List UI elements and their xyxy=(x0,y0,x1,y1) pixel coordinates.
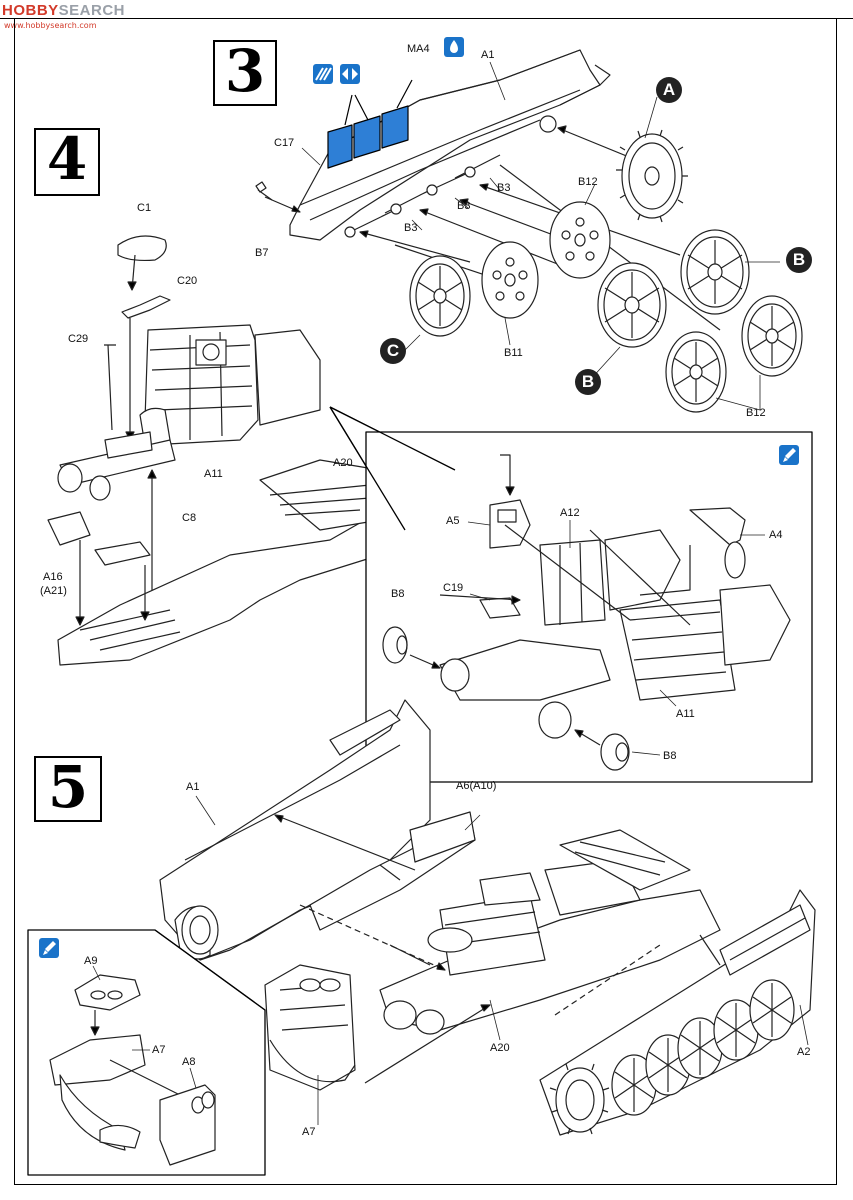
marker-c: C xyxy=(380,338,406,364)
label-b8: B8 xyxy=(391,588,405,600)
watermark-url: www.hobbysearch.com xyxy=(4,21,97,30)
label-a20: A20 xyxy=(490,1042,510,1054)
label-a9: A9 xyxy=(84,955,98,967)
page-frame-bottom xyxy=(14,1184,837,1185)
step5-hull-right-side xyxy=(539,889,816,1136)
label-a11: A11 xyxy=(676,708,695,720)
step5-leaders xyxy=(195,795,809,1125)
paint-icon xyxy=(313,64,333,84)
engine-detail-parts xyxy=(382,454,791,771)
label-c8: C8 xyxy=(182,512,197,524)
label-a1: A1 xyxy=(481,49,495,61)
step5-chassis-center xyxy=(379,829,721,1035)
step5-arrows xyxy=(274,814,721,1084)
marker-b: B xyxy=(786,247,812,273)
label-b12: B12 xyxy=(746,407,766,419)
step3-wheels xyxy=(409,129,803,413)
page-frame-left xyxy=(14,18,15,1184)
label-a8: A8 xyxy=(182,1056,196,1068)
label-a7: A7 xyxy=(302,1126,316,1138)
label-b8: B8 xyxy=(663,750,677,762)
label-b12: B12 xyxy=(578,176,598,188)
glue-brush-icon xyxy=(779,445,799,465)
watermark-brand: HOBBYSEARCH xyxy=(2,2,126,19)
label-a5: A5 xyxy=(446,515,460,527)
label-c17: C17 xyxy=(274,137,295,149)
inset-frame xyxy=(27,929,266,1176)
label-b3: B3 xyxy=(457,200,471,212)
step-number-4: 4 xyxy=(34,128,100,196)
step4-c29-rod xyxy=(104,344,116,431)
label-b3: B3 xyxy=(497,182,511,194)
glue-brush-icon xyxy=(39,938,59,958)
step4-engine xyxy=(139,324,321,448)
marker-b: B xyxy=(575,369,601,395)
step3-b7-pin xyxy=(255,181,273,201)
label-a12: A12 xyxy=(560,507,580,519)
label-a1: A1 xyxy=(186,781,200,793)
step3-blue-panels xyxy=(327,79,413,169)
step4-c1-seat xyxy=(117,235,167,291)
page-frame-right xyxy=(836,18,837,1184)
label-b3: B3 xyxy=(404,222,418,234)
label-a16: A16 xyxy=(43,571,63,583)
label-ma4: MA4 xyxy=(407,43,430,55)
label-a11: A11 xyxy=(204,468,223,480)
label-a6-a10: A6(A10) xyxy=(456,780,497,792)
step5-a7-part xyxy=(264,964,356,1091)
both-sides-icon xyxy=(340,64,360,84)
step-number-3: 3 xyxy=(213,40,277,106)
label-c20: C20 xyxy=(177,275,198,287)
inset-parts xyxy=(49,974,216,1166)
label-b7: B7 xyxy=(255,247,269,259)
step5-hull-left-side xyxy=(159,699,431,961)
label-c1: C1 xyxy=(137,202,152,214)
page-frame-top xyxy=(0,18,853,19)
label-c29: C29 xyxy=(68,333,89,345)
label-a20: A20 xyxy=(333,457,353,469)
label-a21: (A21) xyxy=(40,585,67,597)
label-a7: A7 xyxy=(152,1044,166,1056)
step4-floor-pan xyxy=(47,459,421,666)
label-b11: B11 xyxy=(504,347,523,359)
label-a2: A2 xyxy=(797,1046,811,1058)
inset-leaders xyxy=(92,965,197,1089)
glue-brush-icon xyxy=(444,37,464,57)
engine-detail-leaders xyxy=(467,520,765,756)
marker-a: A xyxy=(656,77,682,103)
label-c19: C19 xyxy=(443,582,464,594)
step-number-5: 5 xyxy=(34,756,102,822)
step5-a6-panel xyxy=(309,811,476,931)
label-a4: A4 xyxy=(769,529,783,541)
